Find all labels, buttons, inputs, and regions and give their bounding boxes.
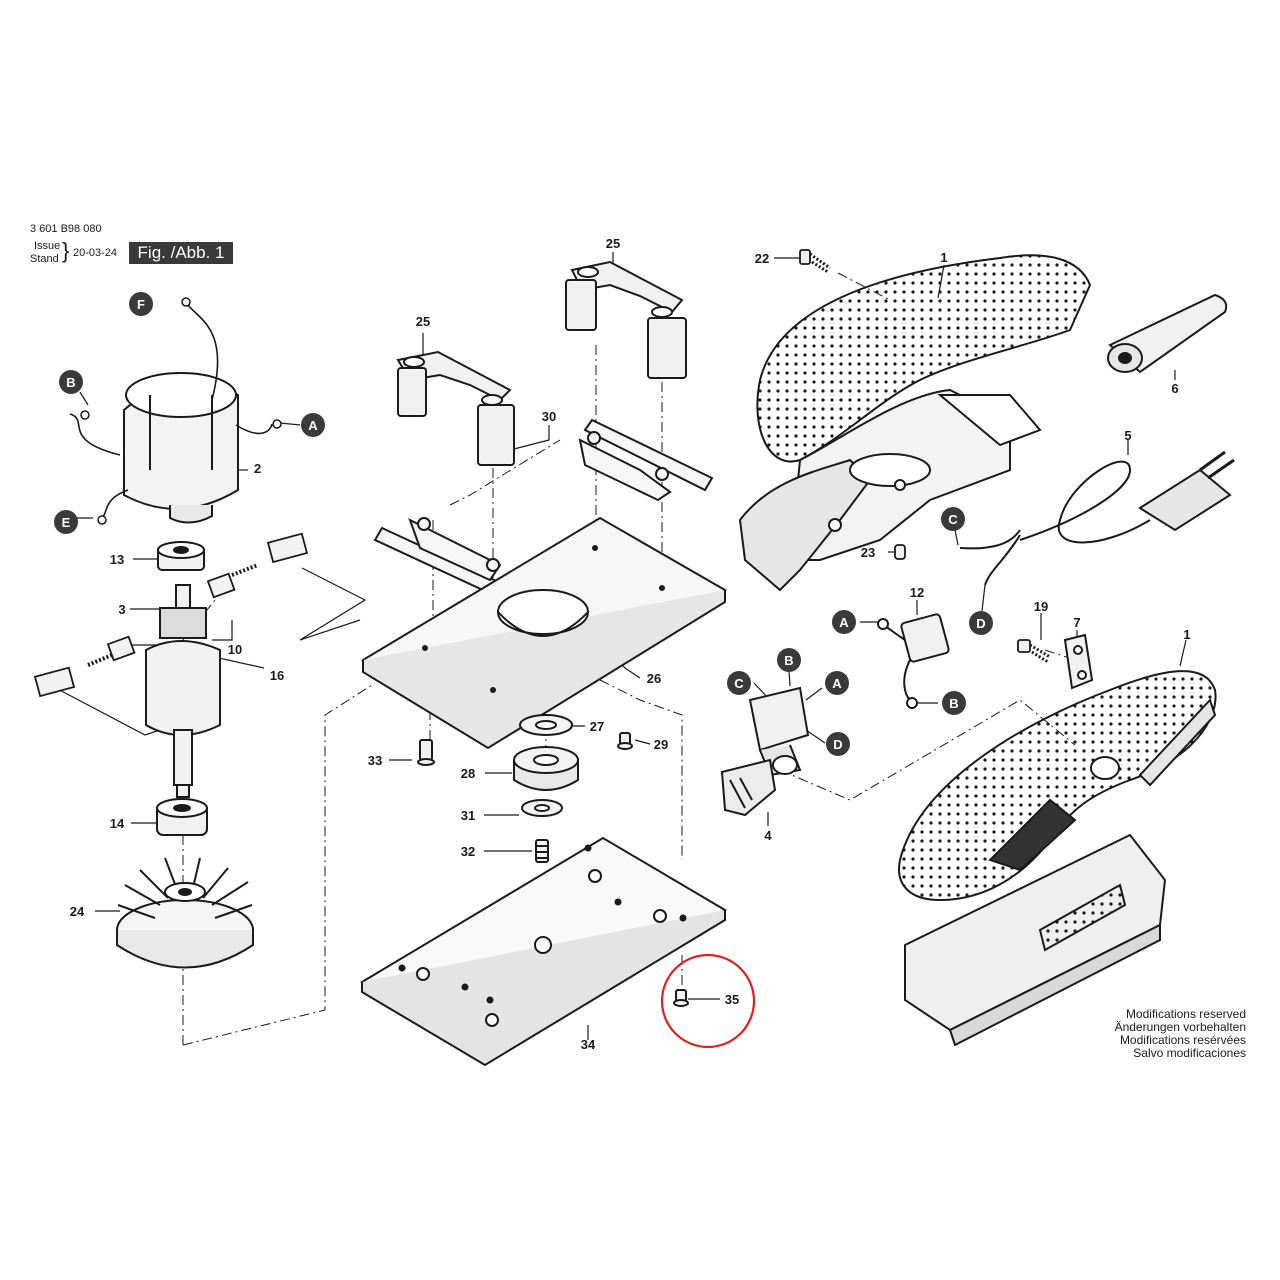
callout-32: 32: [461, 844, 475, 859]
part-screw-29: [617, 732, 633, 750]
connector-B: B: [59, 370, 83, 394]
part-fan: [116, 857, 254, 969]
part-callouts: 1 1 2 3 4 5 6 7 10 12 13 14 16 19 22 23 …: [70, 236, 1191, 1052]
connector-label: F: [137, 297, 145, 312]
modifications-notice: Modifications reserved Änderungen vorbeh…: [1060, 1008, 1246, 1060]
part-bearing-bridge-left: [396, 350, 515, 466]
callout-30: 30: [542, 409, 556, 424]
issue-label: Issue: [34, 240, 61, 252]
part-assembled-sander: [898, 670, 1217, 1047]
part-sanding-plate: [360, 836, 727, 1067]
callout-29: 29: [654, 737, 668, 752]
part-number: 3 601 B98 080: [30, 223, 102, 235]
ring-terminals: [80, 297, 282, 525]
part-screw-32: [535, 839, 549, 863]
connector-label: B: [66, 375, 75, 390]
callout-12: 12: [910, 585, 924, 600]
part-carbon-brushes: [33, 532, 309, 698]
part-cable-sleeve: [1107, 293, 1228, 374]
part-armature: [145, 584, 221, 798]
connector-B: B: [942, 691, 966, 715]
callout-3: 3: [118, 602, 125, 617]
part-bearing-bridge-right: [565, 260, 687, 379]
part-screw-22: [799, 249, 831, 274]
modifications-line-es: Salvo modificaciones: [1133, 1046, 1246, 1060]
part-screw-33: [417, 739, 435, 766]
part-clamp-lever-left: [373, 517, 507, 600]
part-screw-19: [1017, 639, 1051, 664]
connector-B: B: [777, 648, 801, 672]
connector-D: D: [826, 732, 850, 756]
callout-22: 22: [755, 251, 769, 266]
callout-24: 24: [70, 904, 85, 919]
callout-19: 19: [1034, 599, 1048, 614]
connector-label: A: [832, 676, 842, 691]
part-base-plate: [361, 516, 727, 750]
callout-7: 7: [1073, 615, 1080, 630]
callout-26: 26: [647, 671, 661, 686]
part-field-coil: [69, 304, 273, 524]
callout-14: 14: [110, 816, 125, 831]
part-pin-23: [894, 544, 906, 560]
callout-4: 4: [764, 828, 772, 843]
callout-2: 2: [254, 461, 261, 476]
connector-label: B: [949, 696, 958, 711]
part-spacer-28: [513, 746, 579, 791]
callout-6: 6: [1171, 381, 1178, 396]
callout-1: 1: [1183, 627, 1190, 642]
connector-label: D: [976, 616, 985, 631]
part-cord-clamp: [1063, 633, 1094, 690]
callout-1: 1: [940, 250, 947, 265]
issue-date: 20-03-24: [73, 247, 118, 259]
part-washer-31: [521, 799, 563, 817]
part-bearing-14: [156, 798, 208, 836]
connector-C: C: [727, 671, 751, 695]
stand-label: Stand: [30, 253, 59, 265]
part-washer-27: [519, 714, 573, 736]
connector-label: A: [308, 418, 318, 433]
issue-brace: }: [62, 238, 70, 263]
connector-label: C: [734, 676, 744, 691]
figure-label: Fig. /Abb. 1: [129, 242, 233, 264]
connector-F: F: [129, 292, 153, 316]
callout-13: 13: [110, 552, 124, 567]
part-screw-35: [673, 989, 689, 1007]
connector-A: A: [825, 671, 849, 695]
connector-E: E: [54, 510, 78, 534]
connector-label: D: [833, 737, 842, 752]
connector-A: A: [832, 610, 856, 634]
callout-31: 31: [461, 808, 475, 823]
part-bearing-13: [157, 541, 205, 571]
callout-33: 33: [368, 753, 382, 768]
callout-16: 16: [270, 668, 284, 683]
callout-23: 23: [861, 545, 875, 560]
callout-27: 27: [590, 719, 604, 734]
connector-A: A: [301, 413, 325, 437]
connector-label: B: [784, 653, 793, 668]
part-power-cord: [959, 450, 1235, 586]
connector-C: C: [941, 507, 965, 531]
part-housing-top: [738, 254, 1092, 592]
callout-28: 28: [461, 766, 475, 781]
part-switch: [720, 686, 810, 817]
callout-5: 5: [1124, 428, 1131, 443]
part-clamp-lever-right: [578, 418, 714, 502]
highlight-circle-35: [660, 953, 756, 1049]
connector-label: C: [948, 512, 958, 527]
connector-label: E: [62, 515, 71, 530]
callout-34: 34: [581, 1037, 596, 1052]
connector-label: A: [839, 615, 849, 630]
callout-25: 25: [606, 236, 620, 251]
modifications-line-en: Modifications reserved: [1125, 1007, 1246, 1021]
callout-25: 25: [416, 314, 430, 329]
part-suppressor: [877, 613, 950, 709]
callout-10: 10: [228, 642, 242, 657]
modifications-line-de: Änderungen vorbehalten: [1114, 1020, 1246, 1034]
modifications-line-fr: Modifications resérvées: [1119, 1033, 1246, 1047]
connector-D: D: [969, 611, 993, 635]
callout-35: 35: [725, 992, 739, 1007]
